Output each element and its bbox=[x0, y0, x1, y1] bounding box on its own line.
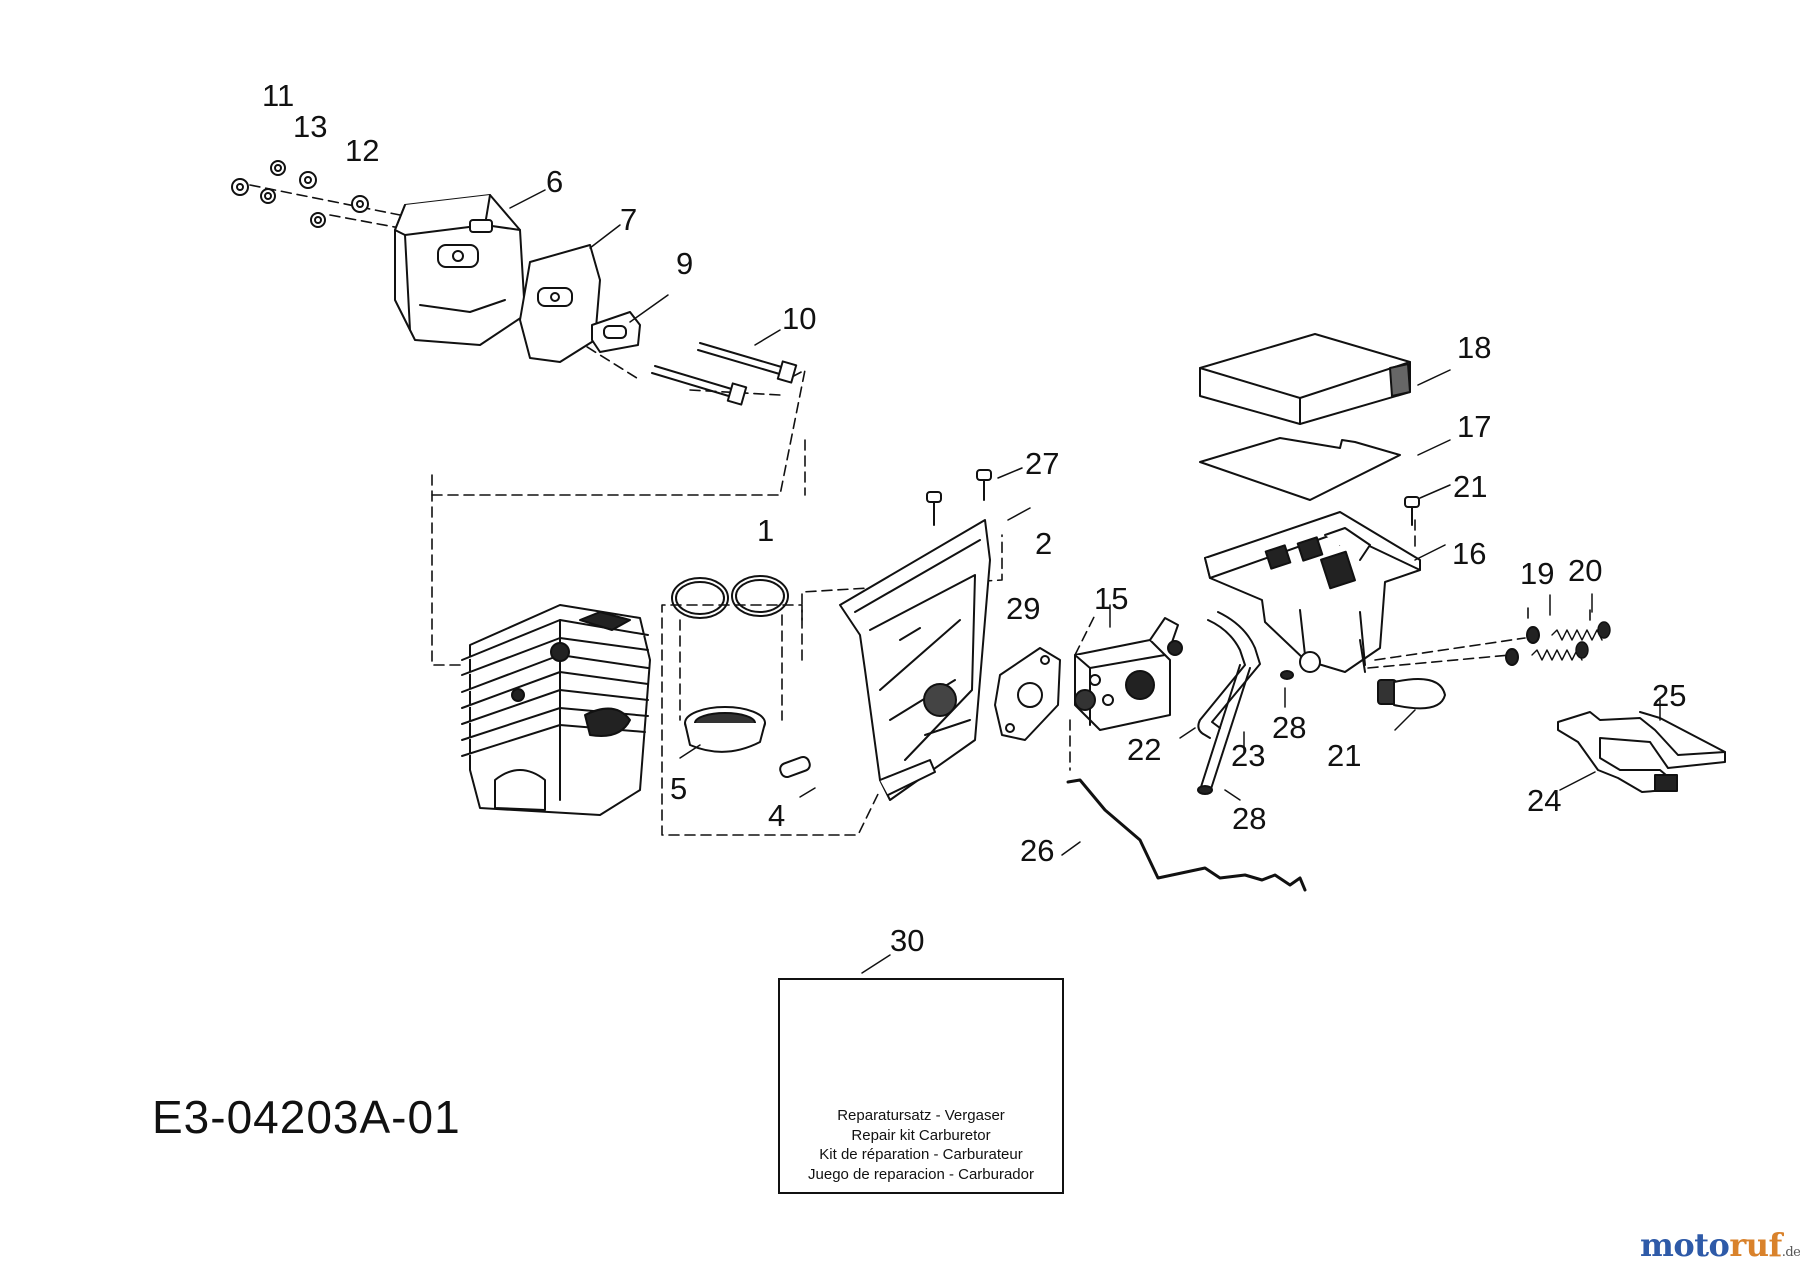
bracket-24-25 bbox=[1557, 711, 1726, 793]
motoruf-logo: motoruf.de bbox=[1640, 1226, 1800, 1264]
callout-4: 4 bbox=[768, 798, 786, 833]
diagram-code: E3-04203A-01 bbox=[152, 1091, 461, 1143]
screw-20 bbox=[1404, 496, 1420, 526]
primer-bulb bbox=[1377, 678, 1446, 710]
clips-28 bbox=[1197, 670, 1294, 795]
heat-shield bbox=[519, 244, 601, 363]
repair-kit-labels: Reparatursatz - Vergaser Repair kit Carb… bbox=[780, 1106, 1062, 1184]
kit-label-de: Reparatursatz - Vergaser bbox=[837, 1107, 1005, 1124]
callout-26: 26 bbox=[1020, 833, 1055, 868]
callout-9: 9 bbox=[676, 246, 694, 281]
piston-rings bbox=[671, 575, 789, 619]
callout-14: 15 bbox=[1094, 581, 1129, 616]
callout-16: 17 bbox=[1457, 409, 1492, 444]
washers-18 bbox=[1505, 626, 1540, 666]
throttle-rod bbox=[1066, 778, 1307, 892]
callout-27: 27 bbox=[1025, 446, 1060, 481]
callout-28-upper: 28 bbox=[1272, 710, 1307, 745]
callout-20: 21 bbox=[1453, 469, 1488, 504]
callout-2: 2 bbox=[1035, 526, 1053, 561]
gasket-9 bbox=[591, 311, 641, 353]
logo-tld: .de bbox=[1781, 1245, 1800, 1260]
callout-7: 7 bbox=[620, 202, 638, 237]
callout-30: 30 bbox=[890, 923, 925, 958]
leader-lines bbox=[509, 189, 1661, 974]
screws-27 bbox=[926, 469, 992, 526]
callout-17: 18 bbox=[1457, 330, 1492, 365]
kit-label-en: Repair kit Carburetor bbox=[851, 1126, 991, 1144]
fuel-line bbox=[1197, 611, 1261, 793]
callout-21: 21 bbox=[1327, 738, 1362, 773]
callout-18: 19 bbox=[1520, 556, 1555, 591]
callout-23: 23 bbox=[1231, 738, 1266, 773]
callout-12: 12 bbox=[345, 133, 380, 168]
springs-19 bbox=[1531, 621, 1611, 661]
callout-1: 1 bbox=[757, 513, 775, 548]
intake-boot bbox=[684, 706, 766, 753]
callout-13: 13 bbox=[293, 109, 328, 144]
kit-label-fr: Kit de réparation - Carburateur bbox=[819, 1146, 1023, 1163]
cylinder bbox=[461, 604, 651, 816]
carburetor bbox=[1074, 617, 1183, 731]
gasket-29 bbox=[994, 647, 1061, 741]
logo-part2: ruf bbox=[1729, 1226, 1782, 1264]
callout-24: 24 bbox=[1527, 783, 1562, 818]
callout-28-lower: 28 bbox=[1232, 801, 1267, 836]
bolts-10 bbox=[651, 342, 798, 406]
filter-pad bbox=[1199, 333, 1411, 425]
filter-housing bbox=[1204, 511, 1421, 673]
callout-6: 6 bbox=[546, 164, 564, 199]
logo-part1: moto bbox=[1640, 1226, 1730, 1264]
callout-11: 11 bbox=[262, 78, 295, 113]
callout-19: 20 bbox=[1568, 553, 1603, 588]
filter-mesh bbox=[1199, 437, 1401, 501]
callout-25: 25 bbox=[1652, 678, 1687, 713]
carb-holder bbox=[839, 519, 991, 801]
nuts-washers bbox=[231, 160, 369, 228]
callout-29: 29 bbox=[1006, 591, 1041, 626]
callout-15: 16 bbox=[1452, 536, 1487, 571]
kit-label-es: Juego de reparacion - Carburador bbox=[808, 1165, 1034, 1183]
repair-kit-box: Reparatursatz - Vergaser Repair kit Carb… bbox=[778, 978, 1064, 1194]
pin-4 bbox=[779, 755, 811, 779]
callout-10: 10 bbox=[782, 301, 817, 336]
callout-22: 22 bbox=[1127, 732, 1162, 767]
muffler bbox=[394, 194, 526, 346]
callout-5: 5 bbox=[670, 771, 688, 806]
